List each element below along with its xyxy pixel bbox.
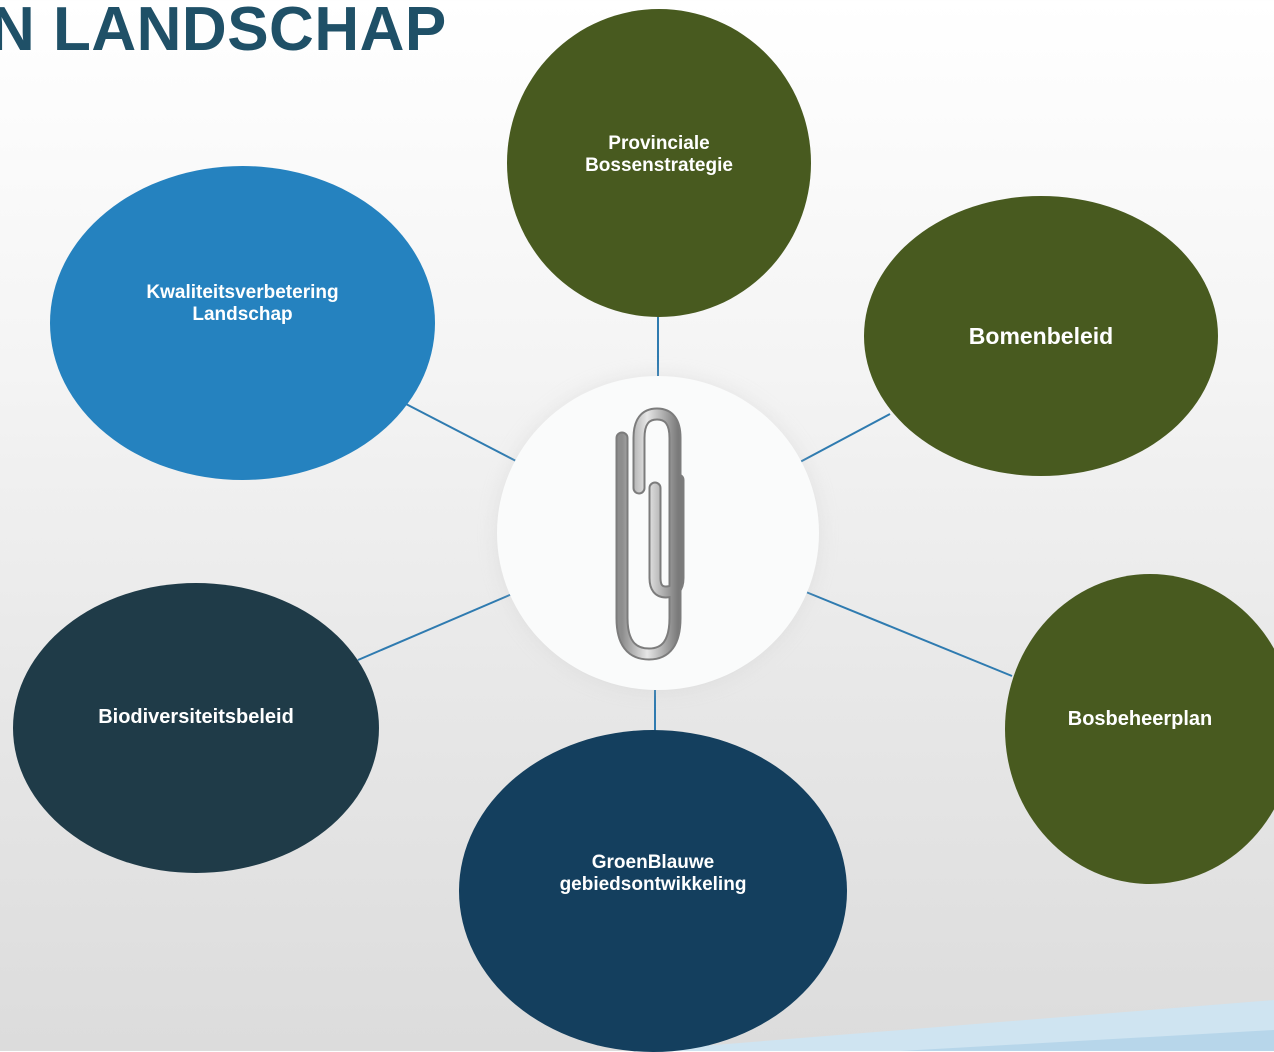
node-groenblauwe-label: GroenBlauwe gebiedsontwikkeling	[559, 852, 747, 895]
node-provinciale-label: Provinciale Bossenstrategie	[585, 133, 733, 176]
connector-kwaliteit	[405, 403, 519, 463]
center-hub	[497, 376, 819, 690]
node-groenblauwe-gebiedsontwikkeling[interactable]: GroenBlauwe gebiedsontwikkeling	[459, 730, 847, 1052]
node-kwaliteit-label: Kwaliteitsverbetering Landschap	[146, 282, 339, 325]
connector-biodiversiteit	[357, 593, 513, 661]
page-title: N LANDSCHAP	[0, 0, 447, 64]
node-bosbeheerplan-label: Bosbeheerplan	[1067, 707, 1213, 730]
node-bomenbeleid[interactable]: Bomenbeleid	[864, 196, 1218, 476]
paperclip-icon	[615, 407, 685, 661]
node-provinciale-bossenstrategie[interactable]: Provinciale Bossenstrategie	[507, 9, 811, 317]
node-biodiversiteit-label: Biodiversiteitsbeleid	[98, 705, 294, 728]
node-biodiversiteitsbeleid[interactable]: Biodiversiteitsbeleid	[13, 583, 379, 873]
node-bomenbeleid-label: Bomenbeleid	[968, 322, 1114, 349]
node-bosbeheerplan[interactable]: Bosbeheerplan	[1005, 574, 1274, 884]
connector-bosbeheerplan	[805, 591, 1013, 677]
connector-bomenbeleid	[799, 413, 891, 463]
node-kwaliteitsverbetering-landschap[interactable]: Kwaliteitsverbetering Landschap	[50, 166, 435, 480]
